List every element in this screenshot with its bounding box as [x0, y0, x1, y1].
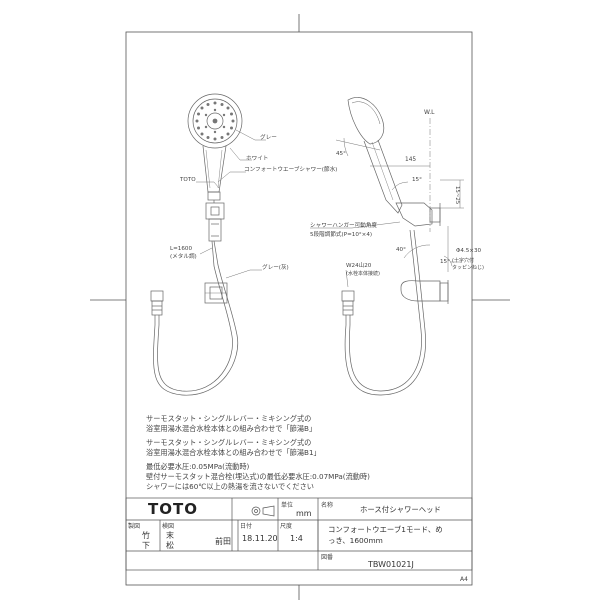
front-view-hanger: [205, 202, 225, 242]
label-dim-145: 145: [405, 157, 417, 163]
angle-15-arc: [391, 181, 409, 191]
name-value: ホース付シャワーヘッド: [360, 505, 441, 514]
label-hanger-title: シャワーハンガー可動角度: [310, 223, 378, 229]
drawn-label: 製図: [128, 523, 141, 530]
label-thread-size: W24山20: [346, 263, 372, 269]
scale-value: 1:4: [290, 534, 303, 543]
note-line-7: シャワーには60℃以上の熱湯を流さないでください: [146, 482, 314, 491]
front-view-wall-bracket: [204, 282, 228, 304]
checked-by-1: 末: [166, 531, 174, 540]
projection-symbol-icon: [251, 505, 275, 517]
leader-lines: [196, 129, 401, 288]
side-view-shower-head: [347, 97, 403, 214]
side-view-hose: [341, 229, 426, 396]
nozzle-pattern: [195, 101, 235, 141]
label-hose-type: (メタル調): [170, 254, 197, 260]
date-value: 18.11.20: [242, 534, 278, 543]
scale-label: 尺度: [280, 523, 293, 530]
drawn-by-1: 竹: [142, 531, 150, 540]
label-angle-40: 40°: [396, 247, 406, 253]
checked-by-2: 松: [166, 541, 174, 550]
label-angle-45: 45°: [336, 151, 346, 157]
label-white: ホワイト: [246, 156, 269, 162]
description-line-2: っき、1600mm: [328, 536, 383, 545]
label-screw-note-2: タッピンねじ): [452, 265, 484, 271]
label-thread-note: (水栓本体接続): [346, 271, 380, 277]
note-line-6: 壁付サーモスタット混合栓(埋込式)の最低必要水圧:0.07MPa(流動時): [146, 472, 370, 481]
label-hose-name: コンフォートウエーブシャワー(節水): [244, 167, 338, 173]
angle-45-arc: [343, 137, 349, 157]
description-line-1: コンフォートウエーブ1モード、め: [328, 525, 443, 534]
approved-by: 前田: [215, 537, 231, 546]
checked-label: 検図: [162, 523, 175, 530]
label-gray-shape: グレー(灰): [262, 265, 289, 271]
note-line-1: サーモスタット・シングルレバー・ミキシング式の: [146, 414, 312, 423]
label-hanger-detail: 5段階調節式(P=10°×4): [310, 232, 373, 238]
note-line-4: 浴室用湯水混合水栓本体との組み合わせで「節湯B1」: [146, 448, 321, 457]
angle-45-line: [335, 139, 381, 151]
date-label: 日付: [240, 523, 253, 530]
note-line-5: 最低必要水圧:0.05MPa(流動時): [146, 462, 250, 471]
label-screw-note-1: (十字穴付: [452, 258, 474, 264]
name-label: 名称: [321, 502, 334, 509]
unit-value: mm: [296, 509, 312, 518]
note-line-3: サーモスタット・シングルレバー・ミキシング式の: [146, 438, 312, 447]
label-toto-mark: TOTO: [180, 177, 196, 183]
label-angle-15: 15°: [412, 177, 422, 183]
paper-size: A4: [460, 576, 468, 583]
drawn-by-2: 下: [142, 541, 150, 550]
angle-40-arc: [403, 244, 431, 259]
angle-15b-arc: [443, 255, 453, 267]
label-gray: グレー: [260, 135, 277, 141]
drawing-no-label: 図番: [321, 554, 334, 561]
toto-logo: TOTO: [148, 500, 198, 518]
label-dim-15-25: 15~25: [454, 186, 460, 205]
label-screw-size: Φ4.5×30: [456, 248, 482, 254]
label-angle-15b: 15°: [440, 259, 450, 265]
drawing-no: TBW01021J: [368, 560, 414, 569]
unit-label: 単位: [281, 502, 294, 509]
side-view-wall-bracket: [400, 280, 449, 304]
label-hose-length: L=1600: [170, 246, 193, 252]
note-line-2: 浴室用湯水混合水栓本体との組み合わせで「節湯B」: [146, 424, 317, 433]
label-water-level: W.L: [424, 109, 435, 116]
front-view-hose: [150, 200, 239, 396]
dimension-lines: [335, 118, 464, 272]
